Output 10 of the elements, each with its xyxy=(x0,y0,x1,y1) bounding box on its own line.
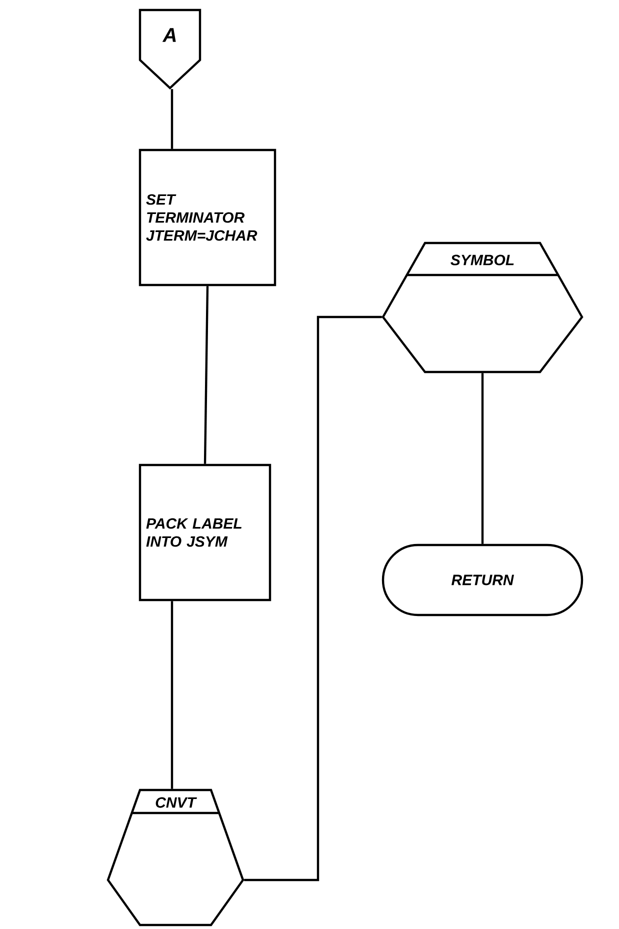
connector-line xyxy=(170,89,174,149)
connector-line xyxy=(170,601,174,789)
off-page-connector: A xyxy=(138,8,202,90)
subroutine-hexagon: CNVT xyxy=(106,788,244,926)
subroutine-hexagon: SYMBOL xyxy=(382,242,584,374)
process-box: SET TERMINATOR JTERM=JCHAR xyxy=(138,148,276,286)
connector-line xyxy=(204,286,209,464)
connector-line xyxy=(481,373,484,544)
connector-line xyxy=(244,316,382,882)
process-box: PACK LABEL INTO JSYM xyxy=(138,464,272,602)
